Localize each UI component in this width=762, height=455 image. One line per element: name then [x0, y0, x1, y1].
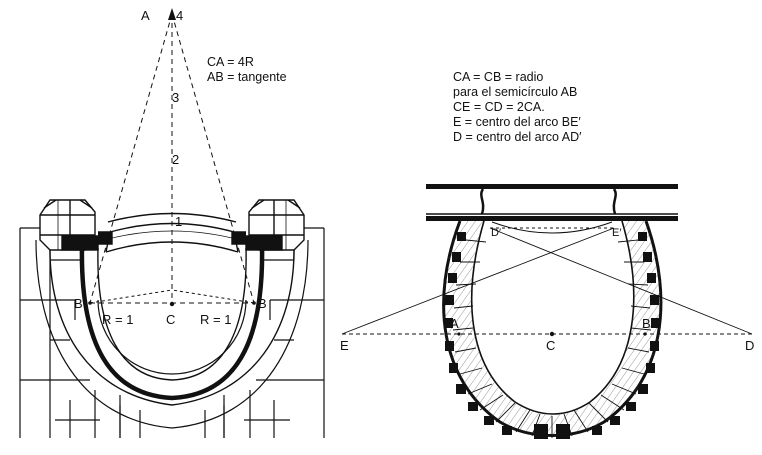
right-note-line: D = centro del arco AD′ — [453, 130, 582, 144]
right-note-line: E = centro del arco BE′ — [453, 115, 581, 129]
left-labels: A 4 3 2 1 B B C R = 1 R = 1 — [74, 8, 267, 327]
label-point-d: D — [745, 338, 754, 353]
right-voussoir-blocks — [444, 232, 660, 439]
label-point-b: B — [642, 316, 651, 331]
right-note-line: CE = CD = 2CA. — [453, 100, 545, 114]
right-figure-notes: CA = CB = radio para el semicírculo AB C… — [453, 70, 581, 145]
left-note-line: AB = tangente — [207, 70, 287, 84]
left-capital-left — [39, 199, 113, 251]
label-point-e-prime: E′ — [612, 227, 621, 239]
label-scale-3: 3 — [172, 90, 179, 105]
label-point-b-left: B — [74, 296, 83, 311]
label-center-c: C — [166, 312, 175, 327]
label-apex-a: A — [141, 8, 150, 23]
left-figure-notes: CA = 4R AB = tangente — [207, 55, 287, 85]
label-point-a: A — [450, 316, 459, 331]
label-scale-4: 4 — [176, 8, 183, 23]
left-point-b-left — [88, 301, 92, 305]
right-point-c — [549, 331, 555, 337]
left-apex-marker — [168, 8, 176, 20]
right-construction-lines — [341, 227, 753, 335]
left-note-line: CA = 4R — [207, 55, 254, 69]
label-point-e: E — [340, 338, 349, 353]
right-labels: E D C A B D′ E′ — [340, 227, 754, 353]
right-note-line: CA = CB = radio — [453, 70, 544, 84]
left-point-b-right — [252, 301, 256, 305]
right-note-line: para el semicírculo AB — [453, 85, 578, 99]
label-point-c: C — [546, 338, 555, 353]
label-point-b-right: B — [258, 296, 267, 311]
label-point-d-prime: D′ — [491, 227, 501, 239]
right-figure — [341, 184, 753, 439]
label-radius-left: R = 1 — [102, 312, 133, 327]
left-figure — [19, 8, 325, 438]
left-arch-band — [79, 244, 265, 401]
right-voussoir-joints — [452, 239, 652, 438]
label-scale-1: 1 — [175, 214, 182, 229]
label-radius-right: R = 1 — [200, 312, 231, 327]
right-point-a — [457, 332, 461, 336]
right-crown-arc — [491, 221, 613, 234]
right-point-b — [643, 332, 647, 336]
label-scale-2: 2 — [172, 152, 179, 167]
left-center-point — [169, 301, 175, 307]
right-top-beams — [426, 184, 678, 221]
left-capital-right — [231, 199, 305, 251]
